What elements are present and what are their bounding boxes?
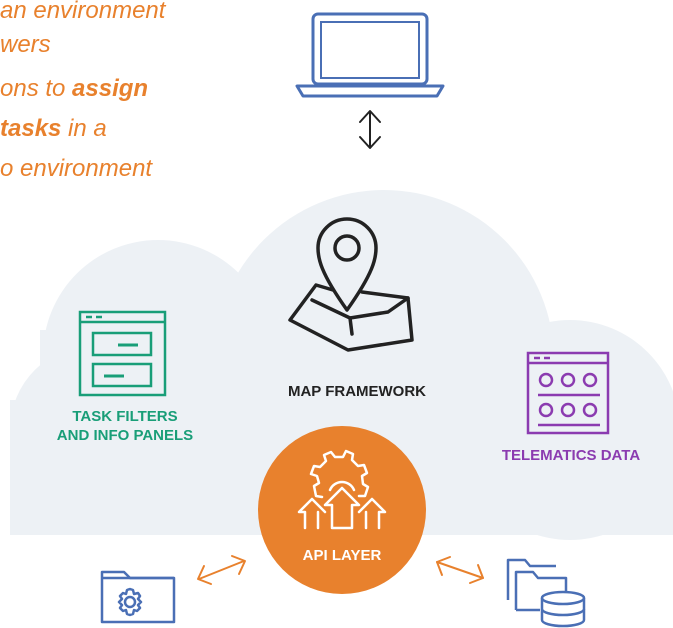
- data-grid-icon: [526, 351, 610, 435]
- api-layer-label: API LAYER: [302, 547, 382, 564]
- intro-line-5: o environment: [0, 155, 153, 182]
- intro-line-4-text: in a: [61, 115, 107, 142]
- panels-icon: [78, 310, 167, 397]
- intro-assign-word: assign: [72, 75, 149, 102]
- folders-database-icon: [506, 558, 586, 628]
- intro-line-1: an environment: [0, 0, 166, 24]
- double-arrow-right-icon: [436, 556, 484, 584]
- settings-folder-icon: [100, 570, 176, 624]
- intro-line-2: wers: [0, 31, 51, 58]
- task-filters-label-line1: TASK FILTERS: [72, 408, 178, 425]
- gear-arrows-icon: [297, 449, 387, 530]
- intro-line-3: ons to assign: [0, 74, 148, 104]
- map-pin-icon: [288, 217, 414, 352]
- intro-text: an environment wers ons to assign tasks …: [0, 0, 240, 200]
- telematics-label: TELEMATICS DATA: [501, 447, 641, 464]
- task-filters-label-line2: AND INFO PANELS: [56, 427, 194, 444]
- intro-line-4: tasks in a: [0, 114, 107, 144]
- map-framework-label: MAP FRAMEWORK: [287, 383, 427, 400]
- api-layer-circle: [258, 426, 426, 594]
- double-arrow-vertical-icon: [359, 110, 381, 149]
- intro-tasks-word: tasks: [0, 115, 62, 142]
- laptop-icon: [295, 12, 445, 98]
- task-filters-label: TASK FILTERS AND INFO PANELS: [40, 407, 210, 445]
- intro-line-3-text: ons to: [0, 75, 73, 102]
- double-arrow-left-icon: [197, 555, 246, 585]
